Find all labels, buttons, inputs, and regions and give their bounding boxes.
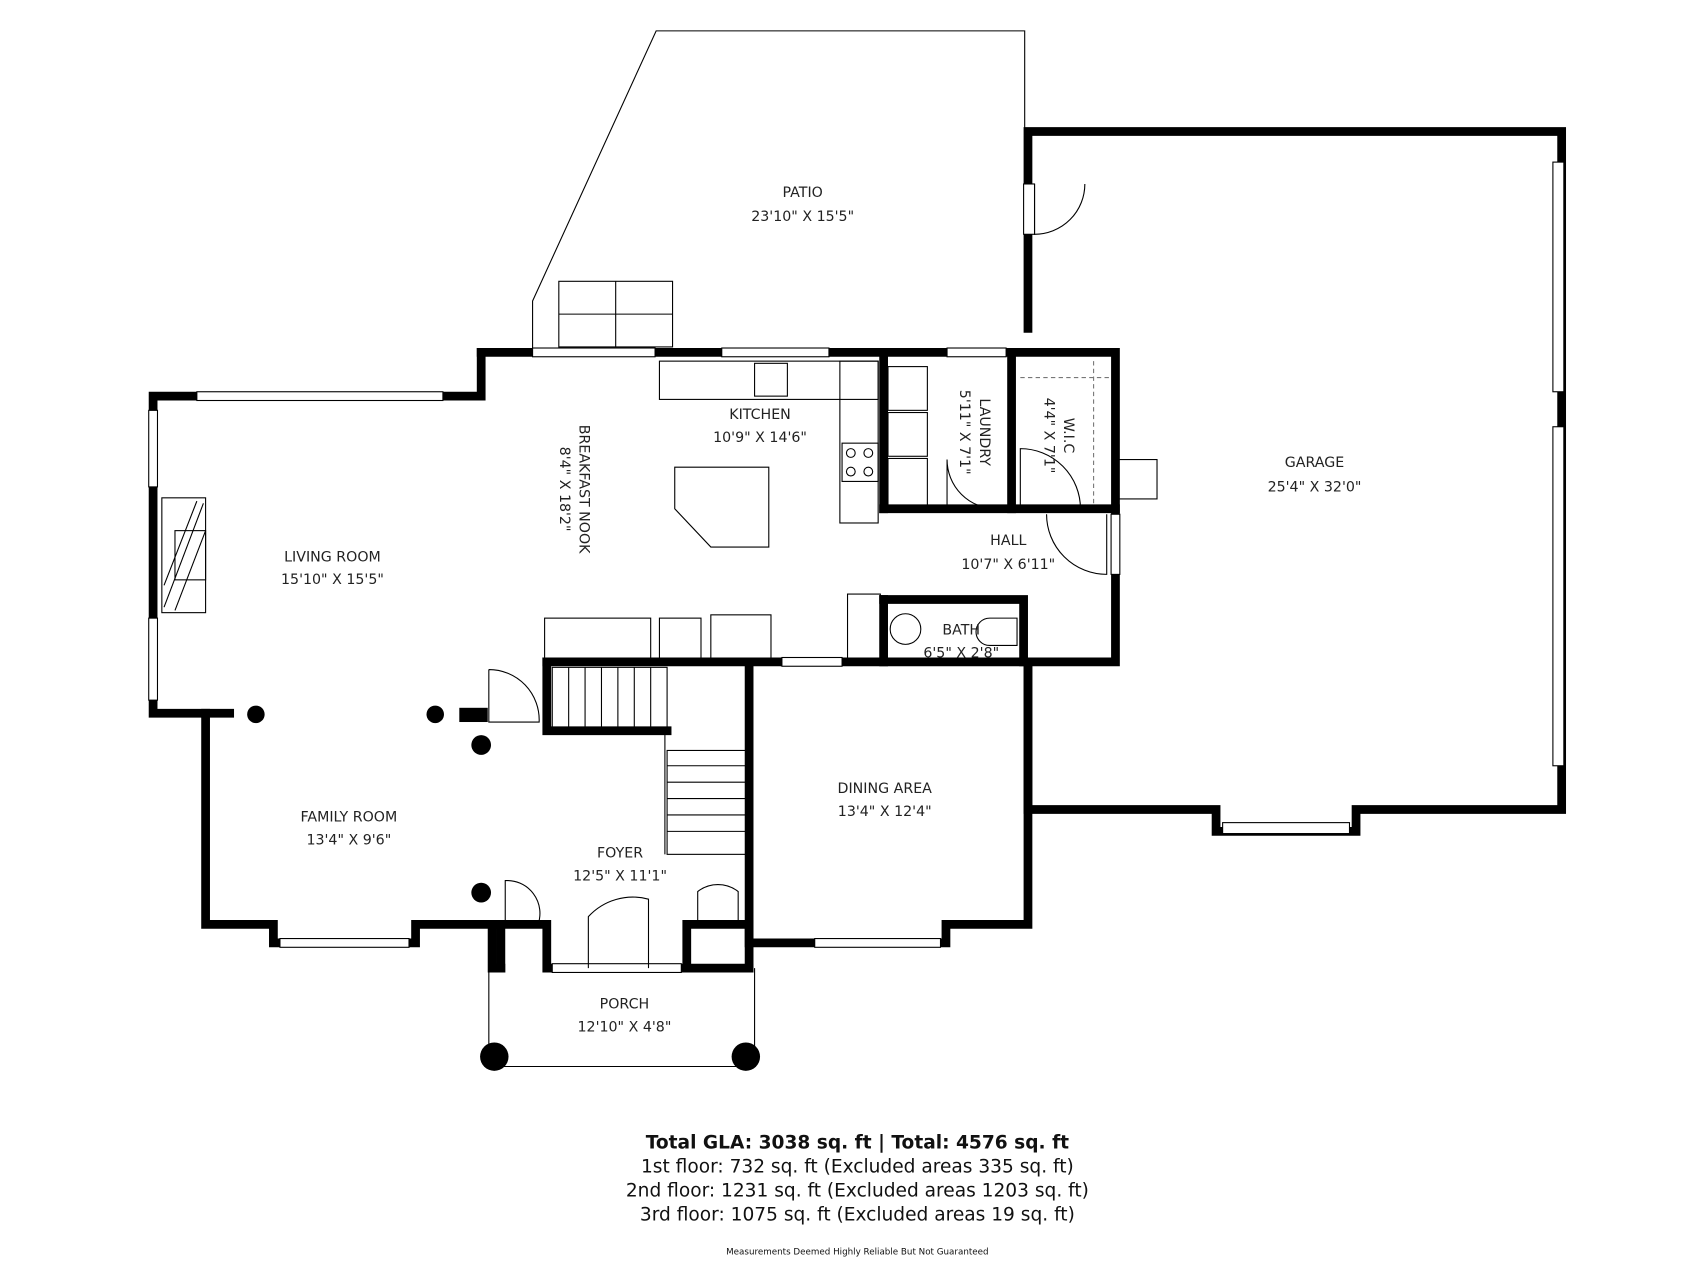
room-name: HALL <box>990 533 1026 549</box>
room-name: FAMILY ROOM <box>300 810 397 826</box>
floor-2-area: 2nd floor: 1231 sq. ft (Excluded areas 1… <box>626 1181 1089 1202</box>
room-size: 10'9" X 14'6" <box>713 430 807 446</box>
patio-outline <box>532 30 1026 353</box>
room-name: W.I.C <box>1060 418 1076 454</box>
room-name: LAUNDRY <box>976 398 992 466</box>
room-name: FOYER <box>597 846 643 862</box>
room-name: BREAKFAST NOOK <box>576 425 592 554</box>
room-label-patio: PATIO 23'10" X 15'5" <box>751 185 854 225</box>
floor-3-area: 3rd floor: 1075 sq. ft (Excluded areas 1… <box>640 1205 1075 1226</box>
total-area: Total GLA: 3038 sq. ft | Total: 4576 sq.… <box>646 1133 1069 1154</box>
room-size: 12'10" X 4'8" <box>578 1020 672 1036</box>
room-label-living-room: LIVING ROOM 15'10" X 15'5" <box>281 549 384 588</box>
room-name: BATH <box>942 623 980 639</box>
room-size: 6'5" X 2'8" <box>923 645 999 661</box>
room-size: 13'4" X 12'4" <box>838 804 932 820</box>
room-size: 13'4" X 9'6" <box>306 833 391 849</box>
garage-walls <box>1023 127 1567 836</box>
room-name: KITCHEN <box>729 407 791 423</box>
area-summary: Total GLA: 3038 sq. ft | Total: 4576 sq.… <box>626 1133 1089 1258</box>
room-name: PORCH <box>600 997 650 1013</box>
fixtures <box>161 360 1110 969</box>
room-size: 4'4" X 7'1" <box>1040 398 1056 474</box>
room-name: GARAGE <box>1285 455 1344 471</box>
room-label-hall: HALL 10'7" X 6'11" <box>961 533 1055 573</box>
room-name: PATIO <box>783 185 823 201</box>
room-label-family-room: FAMILY ROOM 13'4" X 9'6" <box>300 810 397 849</box>
room-label-dining-area: DINING AREA 13'4" X 12'4" <box>838 781 933 820</box>
room-name: LIVING ROOM <box>284 549 381 565</box>
room-label-porch: PORCH 12'10" X 4'8" <box>578 997 672 1036</box>
room-size: 10'7" X 6'11" <box>961 557 1055 573</box>
disclaimer: Measurements Deemed Highly Reliable But … <box>726 1248 988 1258</box>
room-label-kitchen: KITCHEN 10'9" X 14'6" <box>713 407 807 446</box>
room-size: 5'11" X 7'1" <box>956 390 972 475</box>
room-label-garage: GARAGE 25'4" X 32'0" <box>1268 455 1362 495</box>
room-size: 12'5" X 11'1" <box>573 869 667 885</box>
room-name: DINING AREA <box>838 781 933 797</box>
room-size: 8'4" X 18'2" <box>556 447 572 532</box>
house-walls <box>148 347 1121 973</box>
room-size: 15'10" X 15'5" <box>281 572 384 588</box>
room-size: 23'10" X 15'5" <box>751 209 854 225</box>
room-label-foyer: FOYER 12'5" X 11'1" <box>573 846 667 885</box>
floor-1-area: 1st floor: 732 sq. ft (Excluded areas 33… <box>641 1157 1074 1178</box>
room-label-bath: BATH 6'5" X 2'8" <box>923 623 999 662</box>
room-size: 25'4" X 32'0" <box>1268 479 1362 495</box>
porch-outline <box>480 968 761 1071</box>
room-label-wic: W.I.C4'4" X 7'1" <box>1040 398 1076 474</box>
